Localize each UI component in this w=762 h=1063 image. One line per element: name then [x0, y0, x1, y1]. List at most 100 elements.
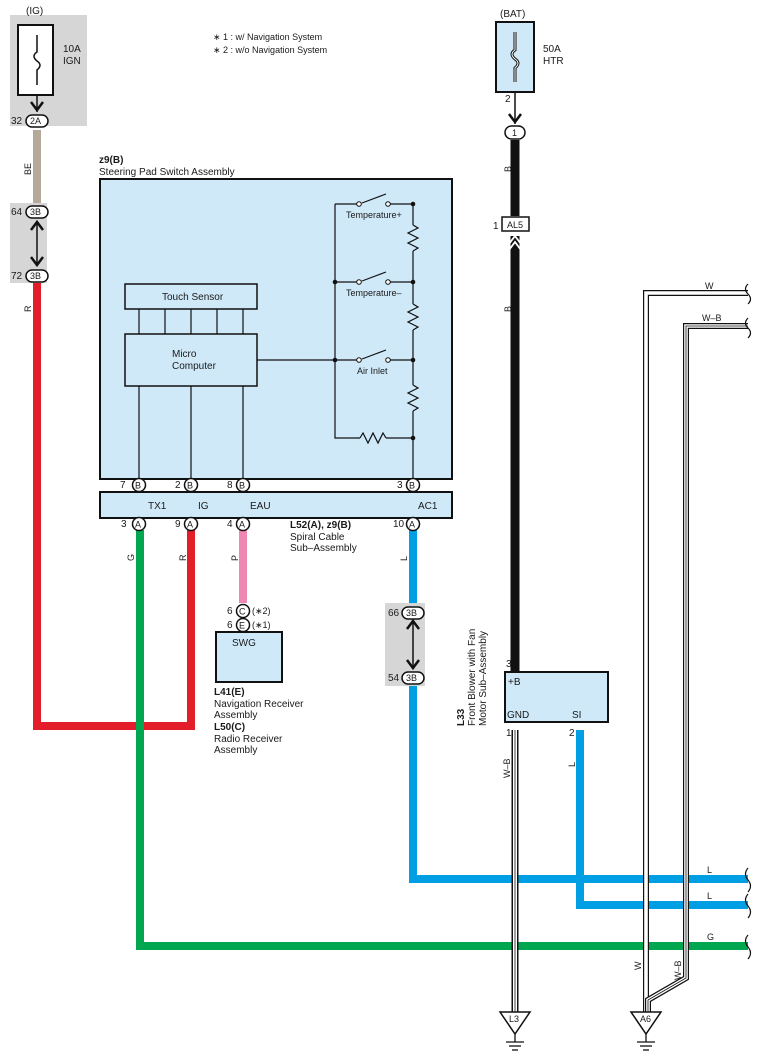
micro-computer-label-2: Computer [172, 361, 217, 372]
steering-pin-3: 8 [227, 480, 233, 491]
touch-sensor-label: Touch Sensor [162, 292, 224, 303]
wire-label-l-mid: L [399, 556, 409, 561]
sensor-bus-lines [138, 309, 244, 334]
steering-pin-2-letter: B [187, 481, 193, 491]
receiver-name1-line2: Assembly [214, 710, 257, 721]
wire-label-l-down: L [567, 762, 577, 767]
wire-label-wb-top: W–B [702, 313, 722, 323]
junction-right-down-arrow [406, 659, 420, 671]
junction-right-conn-b: 3B [406, 673, 417, 683]
blower-pin-b: 3 [506, 659, 512, 670]
spiral-pin-4-letter: A [409, 520, 415, 530]
wire-blue-ac1-bottom [409, 686, 748, 883]
blower-box [504, 671, 609, 723]
blower-pin-gnd: 1 [506, 728, 512, 739]
receiver-code-1: L41(E) [214, 687, 245, 698]
blower-code: L33 [456, 708, 467, 726]
wire-label-wb-down: W–B [502, 758, 512, 778]
bat-arrow-icon [508, 113, 522, 125]
ig-source-label: (IG) [26, 6, 43, 17]
spiral-pin-4: 10 [393, 519, 405, 530]
blower-term-si: SI [572, 710, 581, 721]
al5-arrow-icon [508, 234, 522, 251]
ig-connector-badge [25, 114, 49, 128]
wire-wb [646, 324, 748, 1012]
wire-break-marks [744, 283, 752, 960]
wire-label-l-right-1: L [707, 865, 712, 875]
wire-wb-outline [645, 323, 748, 1012]
ground-l3-triangle [498, 1011, 532, 1036]
spiral-pin-3-letter: A [239, 520, 245, 530]
wire-label-g: G [126, 554, 136, 561]
spiral-pin-2-letter: A [187, 520, 193, 530]
receiver-terminal: SWG [232, 638, 256, 649]
bat-source-label: (BAT) [500, 9, 525, 20]
note-1: ∗ 1 : w/ Navigation System [213, 32, 322, 42]
spiral-signal-tx1: TX1 [148, 501, 167, 512]
junction-right-up-arrow [406, 618, 420, 630]
spiral-signal-ac1: AC1 [418, 501, 438, 512]
wire-label-r-left: R [23, 305, 33, 312]
receiver-pin-c: 6 [227, 606, 233, 617]
wire-label-g-right: G [707, 932, 714, 942]
wire-label-p: P [230, 555, 240, 561]
ground-l3-label: L3 [509, 1014, 519, 1024]
steering-pin-1-letter: B [135, 481, 141, 491]
receiver-note-c: (∗2) [252, 606, 271, 616]
spiral-pin-3-badge [235, 516, 251, 532]
steering-pin-2: 2 [175, 480, 181, 491]
wire-label-b-upper: B [503, 166, 513, 172]
junction-top-conn-a: 3B [30, 207, 41, 217]
ground-l3-icon [506, 1034, 524, 1051]
receiver-box [215, 631, 283, 683]
touch-sensor-box [124, 283, 258, 310]
junction-right-pin-a: 66 [388, 608, 400, 619]
blower-pin-si: 2 [569, 728, 575, 739]
spiral-cable-code: L52(A), z9(B) [290, 520, 351, 531]
steering-pin-4: 3 [397, 480, 403, 491]
switch-temp-up-label: Temperature+ [346, 210, 402, 220]
wire-label-wb-bottom: W–B [673, 960, 683, 980]
spiral-pin-4-badge [405, 516, 421, 532]
steering-pin-1: 7 [120, 480, 126, 491]
spiral-signal-ig: IG [198, 501, 209, 512]
steering-pin-4-letter: B [409, 481, 415, 491]
spiral-signal-eau: EAU [250, 501, 271, 512]
ig-connector: 2A [30, 116, 41, 126]
ground-a6-icon [637, 1034, 655, 1051]
micro-computer-box [124, 333, 258, 387]
spiral-cable-name-1: Spiral Cable [290, 532, 345, 543]
spiral-pin-1: 3 [121, 519, 127, 530]
receiver-letter-c: C [239, 607, 246, 617]
wire-green-tx1 [136, 530, 748, 950]
receiver-name1-line1: Navigation Receiver [214, 699, 304, 710]
bat-pin: 2 [505, 94, 511, 105]
wire-label-b-lower: B [503, 306, 513, 312]
receiver-pin-c-badge [235, 603, 251, 619]
ig-arrow-icon [30, 101, 44, 113]
steering-switch-box [99, 178, 453, 480]
ig-pin: 32 [11, 116, 23, 127]
receiver-code-2: L50(C) [214, 722, 245, 733]
receiver-note-e: (∗1) [252, 620, 271, 630]
wire-w [644, 291, 748, 1012]
note-2: ∗ 2 : w/o Navigation System [213, 45, 327, 55]
switch-air-inlet-label: Air Inlet [357, 366, 388, 376]
al5-pin: 1 [493, 221, 499, 232]
ground-a6-label: A6 [640, 1014, 651, 1024]
junction-top-down-arrow [30, 256, 44, 268]
spiral-pin-3: 4 [227, 519, 233, 530]
bat-fuse-name: HTR [543, 56, 564, 67]
spiral-pin-1-badge [131, 516, 147, 532]
al5-id: AL5 [507, 220, 523, 230]
receiver-letter-e: E [239, 621, 245, 631]
ground-a6-triangle [629, 1011, 663, 1036]
al5-box [501, 216, 530, 232]
wire-label-w-bottom: W [633, 961, 643, 970]
switch-temp-down-label: Temperature– [346, 288, 402, 298]
blower-name-2: Motor Sub–Assembly [478, 631, 489, 726]
blower-term-gnd: GND [507, 710, 529, 721]
junction-right-badge-b [401, 671, 425, 685]
ig-fuse-amp: 10A [63, 44, 81, 55]
